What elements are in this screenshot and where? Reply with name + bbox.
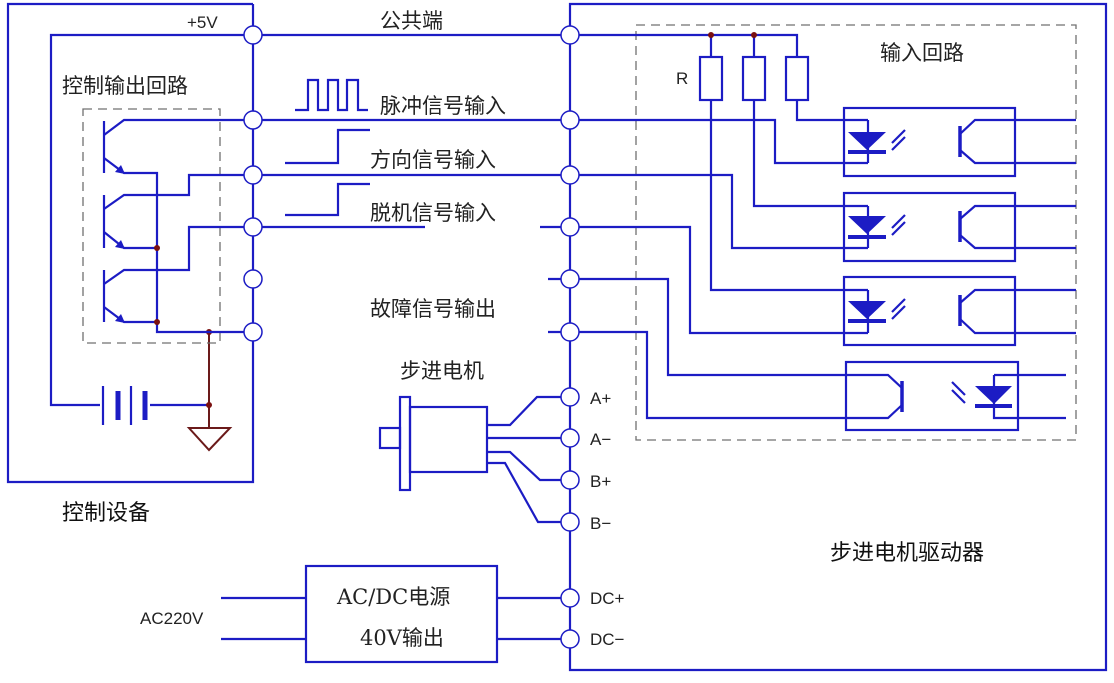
led-icon: [848, 301, 886, 319]
terminal-dc-minus-label: DC−: [590, 630, 625, 649]
terminal-icon: [243, 25, 263, 45]
ac-input-label: AC220V: [140, 609, 204, 628]
signal-wires: [253, 33, 570, 334]
terminal-icon: [560, 110, 580, 130]
supply-5v-label: +5V: [187, 13, 218, 32]
control-device-title: 控制设备: [62, 501, 150, 526]
light-emission-icon: [891, 129, 906, 151]
terminal-b-minus-label: B−: [590, 514, 611, 533]
pulse-waveform-icon: [295, 78, 368, 112]
input-circuit-box: [635, 24, 1077, 441]
terminal-icon: [243, 269, 263, 289]
terminal-icon: [243, 322, 263, 342]
transistor-icon: [102, 118, 253, 334]
led-icon: [848, 216, 886, 234]
driver-box: [568, 2, 1108, 672]
terminal-icon: [560, 588, 580, 608]
resistor-label: R: [676, 69, 688, 88]
terminal-icon: [560, 322, 580, 342]
stepper-motor-icon: [378, 395, 570, 524]
terminal-a-minus-label: A−: [590, 430, 611, 449]
terminal-icon: [560, 470, 580, 490]
resistor-icon: [741, 55, 767, 102]
control-output-circuit-box: [82, 108, 221, 344]
stepper-motor-label: 步进电机: [400, 359, 484, 383]
resistors: [570, 32, 903, 420]
terminal-icon: [560, 269, 580, 289]
terminal-dc-plus-label: DC+: [590, 589, 625, 608]
input-circuit-label: 输入回路: [880, 41, 964, 65]
optocoupler-3: [842, 275, 1076, 347]
transistor-icon: [102, 225, 253, 325]
terminal-icon: [560, 25, 580, 45]
terminal-icon: [560, 387, 580, 407]
power-supply-line2: 40V输出: [360, 626, 444, 650]
driver-title: 步进电机驱动器: [830, 541, 984, 566]
pulse-input-label: 脉冲信号输入: [380, 94, 506, 118]
terminal-icon: [560, 629, 580, 649]
terminal-icon: [243, 110, 263, 130]
light-emission-icon: [891, 214, 906, 236]
terminal-b-plus-label: B+: [590, 472, 611, 491]
terminal-icon: [243, 165, 263, 185]
led-icon: [848, 132, 886, 150]
fault-output-label: 故障信号输出: [370, 297, 496, 321]
output-transistors: [102, 118, 253, 334]
direction-input-label: 方向信号输入: [370, 148, 496, 172]
ground-icon: [186, 329, 233, 452]
battery-icon: [101, 386, 148, 425]
driver-terminals: [560, 25, 580, 649]
power-supply-line1: AC/DC电源: [336, 585, 450, 609]
common-label: 公共端: [380, 9, 443, 33]
optocoupler-1: [842, 106, 1076, 178]
offline-step-icon: [285, 182, 370, 217]
terminal-icon: [560, 428, 580, 448]
optocoupler-2: [842, 191, 1076, 263]
direction-step-icon: [285, 128, 370, 165]
control-output-circuit-label: 控制输出回路: [62, 74, 188, 98]
offline-input-label: 脱机信号输入: [370, 201, 496, 225]
terminal-icon: [560, 512, 580, 532]
terminal-icon: [560, 165, 580, 185]
terminal-icon: [243, 217, 263, 237]
resistor-icon: [784, 55, 810, 102]
control-terminals: [243, 25, 263, 342]
transistor-icon: [102, 173, 253, 251]
resistor-icon: [698, 55, 724, 102]
light-emission-icon: [891, 298, 906, 320]
terminal-icon: [560, 217, 580, 237]
light-emission-icon: [951, 381, 966, 404]
terminal-a-plus-label: A+: [590, 389, 611, 408]
optocoupler-4: [844, 360, 1066, 432]
power-supply-box: [221, 564, 570, 664]
